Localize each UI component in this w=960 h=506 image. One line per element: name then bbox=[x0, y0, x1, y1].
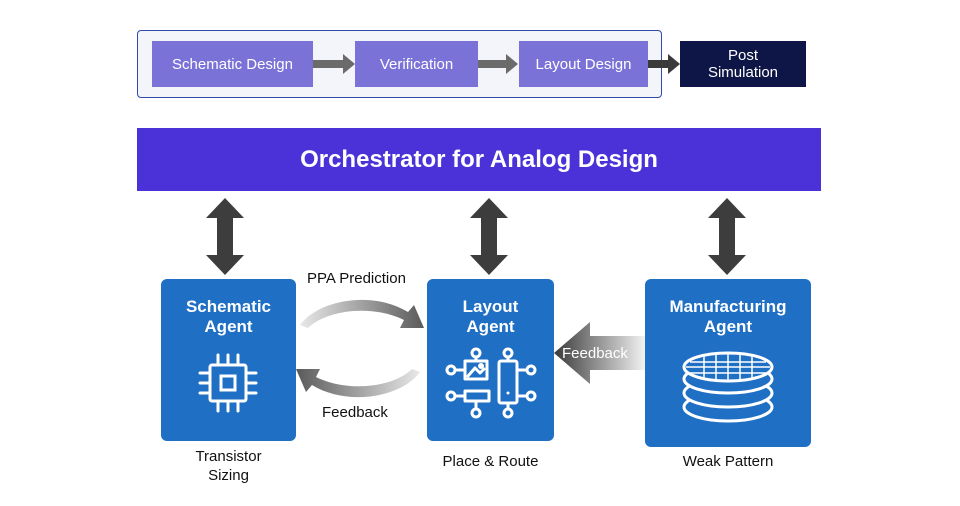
layout-agent-caption: Place & Route bbox=[442, 453, 539, 470]
ppa-prediction-label: PPA Prediction bbox=[307, 270, 406, 287]
flow-arrow-icons bbox=[313, 54, 680, 74]
wafer-stack-icon bbox=[682, 351, 774, 423]
double-arrow-layout-icon bbox=[470, 198, 508, 275]
schematic-agent-title: Schematic Agent bbox=[185, 297, 272, 336]
manufacturing-agent-caption: Weak Pattern bbox=[682, 453, 774, 470]
double-arrow-schematic-icon bbox=[206, 198, 244, 275]
chip-icon bbox=[198, 353, 258, 413]
flow-step-schematic-design: Schematic Design bbox=[152, 41, 313, 87]
loop-arrow-bottom-icon bbox=[296, 369, 420, 398]
manufacturing-agent-title: Manufacturing Agent bbox=[669, 297, 787, 336]
feedback-arrow-label: Feedback bbox=[562, 345, 628, 362]
loop-arrow-top-icon bbox=[300, 299, 424, 328]
orchestrator-banner: Orchestrator for Analog Design bbox=[137, 128, 821, 191]
flow-step-post-simulation: Post Simulation bbox=[680, 41, 806, 87]
flow-arrow-2-icon bbox=[478, 54, 518, 74]
flow-arrow-1-icon bbox=[313, 54, 355, 74]
flow-step-verification: Verification bbox=[355, 41, 478, 87]
double-arrow-manufacturing-icon bbox=[708, 198, 746, 275]
feedback-arrow-icon bbox=[554, 322, 645, 384]
layout-agent-card: Layout Agent bbox=[427, 279, 554, 441]
flow-step-layout-design: Layout Design bbox=[519, 41, 648, 87]
layout-icon bbox=[445, 347, 537, 419]
schematic-agent-caption: Transistor Sizing bbox=[195, 448, 262, 484]
schematic-agent-card: Schematic Agent bbox=[161, 279, 296, 441]
flow-arrow-3-icon bbox=[648, 54, 680, 74]
loop-feedback-label: Feedback bbox=[322, 404, 388, 421]
manufacturing-agent-card: Manufacturing Agent bbox=[645, 279, 811, 447]
layout-agent-title: Layout Agent bbox=[462, 297, 519, 336]
